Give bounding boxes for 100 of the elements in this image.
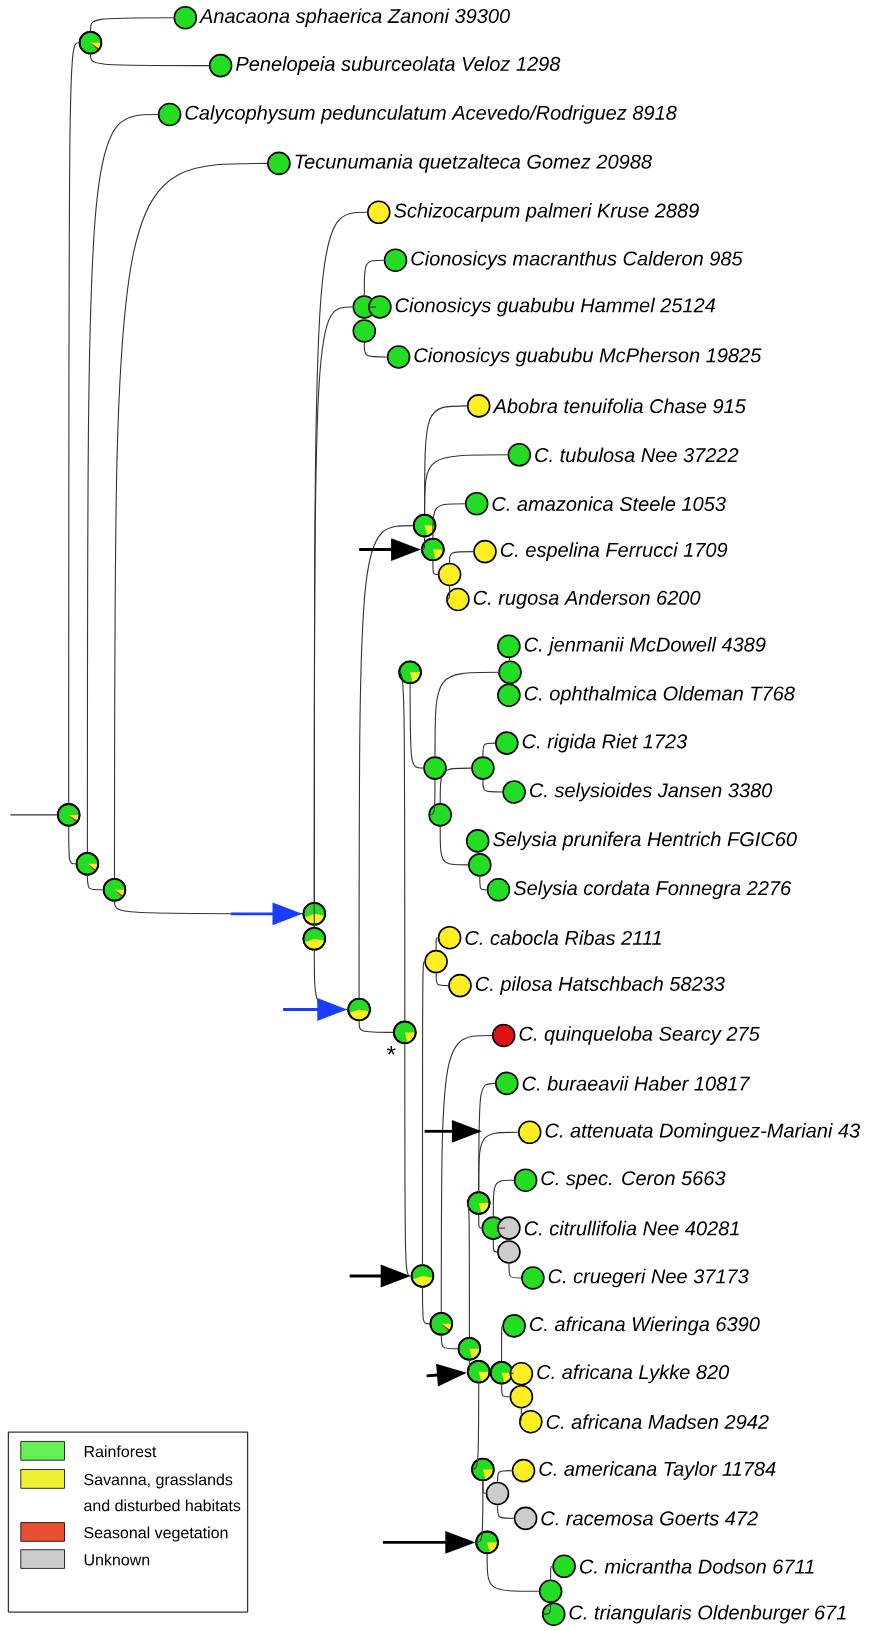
tree-branch [509, 1372, 514, 1374]
taxon-label: C. jenmanii McDowell 4389 [524, 637, 766, 656]
tree-branch [496, 1227, 506, 1229]
tree-branch [68, 42, 80, 804]
pie-chart-node [457, 1337, 482, 1361]
taxon-label: C. rugosa Anderson 6200 [473, 590, 701, 609]
taxon-label: C. micrantha Dodson 6711 [580, 1558, 814, 1574]
taxon-label: C. selysioides Jansen 3380 [530, 782, 773, 802]
tree-branch [440, 1034, 493, 1313]
pie-chart-node [412, 513, 437, 538]
tree-branch [496, 1504, 515, 1519]
tree-branch [508, 657, 511, 662]
taxon-label: C. amazonica Steele 1053 [492, 496, 726, 512]
circle-node [423, 756, 447, 780]
tree-branch [89, 53, 210, 67]
tree-branch [432, 503, 466, 539]
pie-chart-node [302, 927, 327, 951]
pie-chart-node [102, 878, 127, 902]
tree-branch [358, 525, 414, 999]
root-line [9, 814, 58, 816]
tree-branch [432, 560, 439, 576]
pie-chart-node [421, 537, 445, 562]
taxon-label: C. africana Lykke 820 [537, 1364, 730, 1384]
pie-chart-node [75, 852, 100, 876]
tree-branch [421, 1287, 431, 1325]
taxon-label: Cionosicys guabubu Hammel 25124 [395, 297, 716, 317]
taxon-label: C. attenuata Dominguez-Mariani 43 [545, 1123, 860, 1142]
tree-branch [508, 682, 510, 685]
tree-branch [439, 767, 472, 804]
taxon-label: C. ophthalmica Oldeman T768 [524, 685, 795, 705]
circle-node [509, 1384, 534, 1409]
taxon-label: Anacaona sphaerica Zanoni 39300 [199, 8, 510, 28]
tree-branch [449, 551, 474, 564]
tree-branch [482, 742, 496, 757]
taxon-label: Selysia cordata Fonnegra 2276 [513, 880, 792, 900]
circle-node [468, 853, 492, 877]
tree-branch [397, 671, 406, 1022]
taxon-label: Schizocarpum palmeri Kruse 2889 [394, 203, 699, 222]
circle-node [538, 1579, 563, 1604]
pie-chart-node [398, 660, 422, 685]
taxon-label: C. cruegeri Nee 37173 [548, 1268, 749, 1288]
taxon-label: C. triangularis Oldenburger 671 [569, 1604, 846, 1624]
pie-chart-node [475, 1530, 499, 1555]
legend-label: Seasonal vegetation [84, 1526, 228, 1542]
taxon-label: Cionosicys macranthus Calderon 985 [411, 250, 743, 270]
tree-branch [89, 17, 175, 32]
tree-branch [474, 1480, 484, 1543]
tree-branch [434, 671, 499, 757]
pie-chart-node [78, 30, 103, 55]
taxon-label: C. buraeavii Haber 10817 [522, 1076, 751, 1091]
tree-branch [492, 1239, 498, 1253]
tree-branch [367, 306, 377, 308]
tree-branch [313, 306, 354, 928]
tree-branch [541, 1602, 552, 1615]
taxon-label: C. tubulosa Nee 37222 [535, 447, 739, 463]
taxon-label: C. citrullifolia Nee 40281 [524, 1220, 739, 1236]
tree-branch [113, 162, 268, 879]
tree-branch [86, 113, 159, 853]
circle-node [352, 319, 377, 343]
taxon-label: C. africana Wieringa 6390 [530, 1316, 760, 1336]
pie-chart-node [347, 997, 371, 1022]
circle-node [471, 756, 495, 780]
pie-chart-node [466, 1191, 491, 1215]
taxon-label: C. cabocla Ribas 2111 [465, 930, 661, 946]
tree-branch [440, 1335, 459, 1350]
taxon-label: Calycophysum pedunculatum Acevedo/Rodriguez 8918 [185, 105, 677, 124]
tree-branch [508, 1263, 522, 1279]
circle-node [428, 803, 452, 827]
tree-branch [501, 1325, 503, 1362]
tree-branch [435, 972, 449, 987]
tree-branch [496, 1470, 513, 1483]
taxon-label: C. pilosa Hatschbach 58233 [475, 976, 725, 995]
taxon-label: C. espelina Ferrucci 1709 [500, 542, 728, 561]
legend-label: Rainforest [84, 1445, 157, 1458]
tree-branch [486, 1553, 540, 1592]
tree-branch [492, 1179, 515, 1217]
pie-chart-node [466, 1359, 491, 1384]
tree-branch [501, 1383, 511, 1398]
tree-branch [439, 826, 469, 866]
tree-branch [466, 1202, 470, 1338]
pie-chart-node [410, 1264, 435, 1288]
circle-node [424, 949, 448, 974]
tree-branch [518, 1407, 522, 1423]
tree-branch [466, 1360, 470, 1373]
tree-branch [482, 779, 503, 793]
tree-branch [68, 826, 77, 865]
taxon-label: C. quinqueloba Searcy 275 [519, 1026, 760, 1045]
pie-chart-node [429, 1312, 454, 1336]
tree-branch [435, 937, 439, 951]
tree-branch [424, 454, 509, 515]
taxon-label: C. africana Madsen 2942 [546, 1414, 769, 1430]
taxon-label: Cionosicys guabubu McPherson 19825 [414, 347, 762, 367]
tree-branch [363, 342, 388, 358]
legend-label: Savanna, grasslands and disturbed habitats [84, 1473, 241, 1512]
tree-branch [478, 1214, 483, 1229]
taxon-label: C. rigida Riet 1723 [522, 733, 687, 753]
taxon-label: Tecunumania quetzalteca Gomez 20988 [295, 154, 652, 173]
taxon-label: C. americana Taylor 11784 [539, 1461, 776, 1480]
tree-branch [421, 961, 425, 1265]
pie-chart-node [471, 1457, 495, 1482]
